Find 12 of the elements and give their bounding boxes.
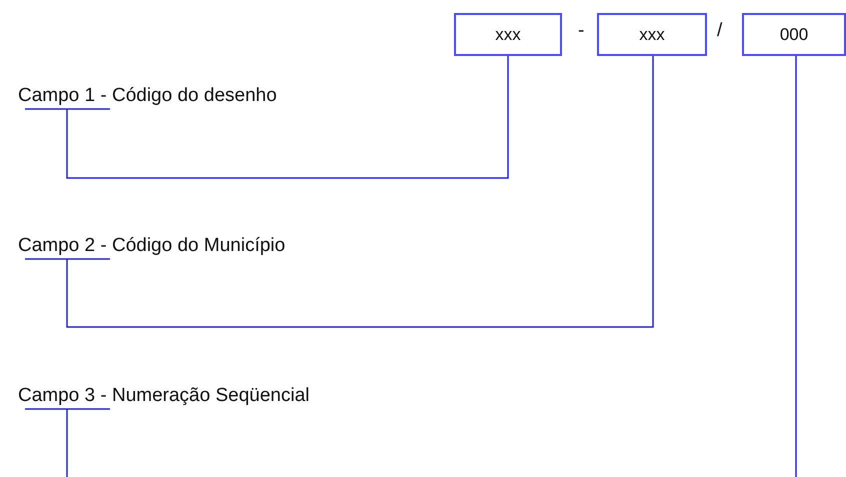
separator-symbol: - (578, 20, 584, 42)
separator-symbol: / (717, 20, 722, 42)
leader-line (66, 56, 509, 179)
leader-line (66, 56, 654, 328)
code-field-box: xxx (597, 13, 707, 56)
field-description: Campo 1 - Código do desenho (18, 85, 277, 109)
field-description: Campo 3 - Numeração Seqüencial (18, 385, 310, 409)
code-field-box: xxx (454, 13, 562, 56)
field-description: Campo 2 - Código do Município (18, 235, 286, 259)
leader-line (66, 409, 68, 477)
leader-line (795, 56, 797, 477)
code-field-box: 000 (742, 13, 846, 56)
